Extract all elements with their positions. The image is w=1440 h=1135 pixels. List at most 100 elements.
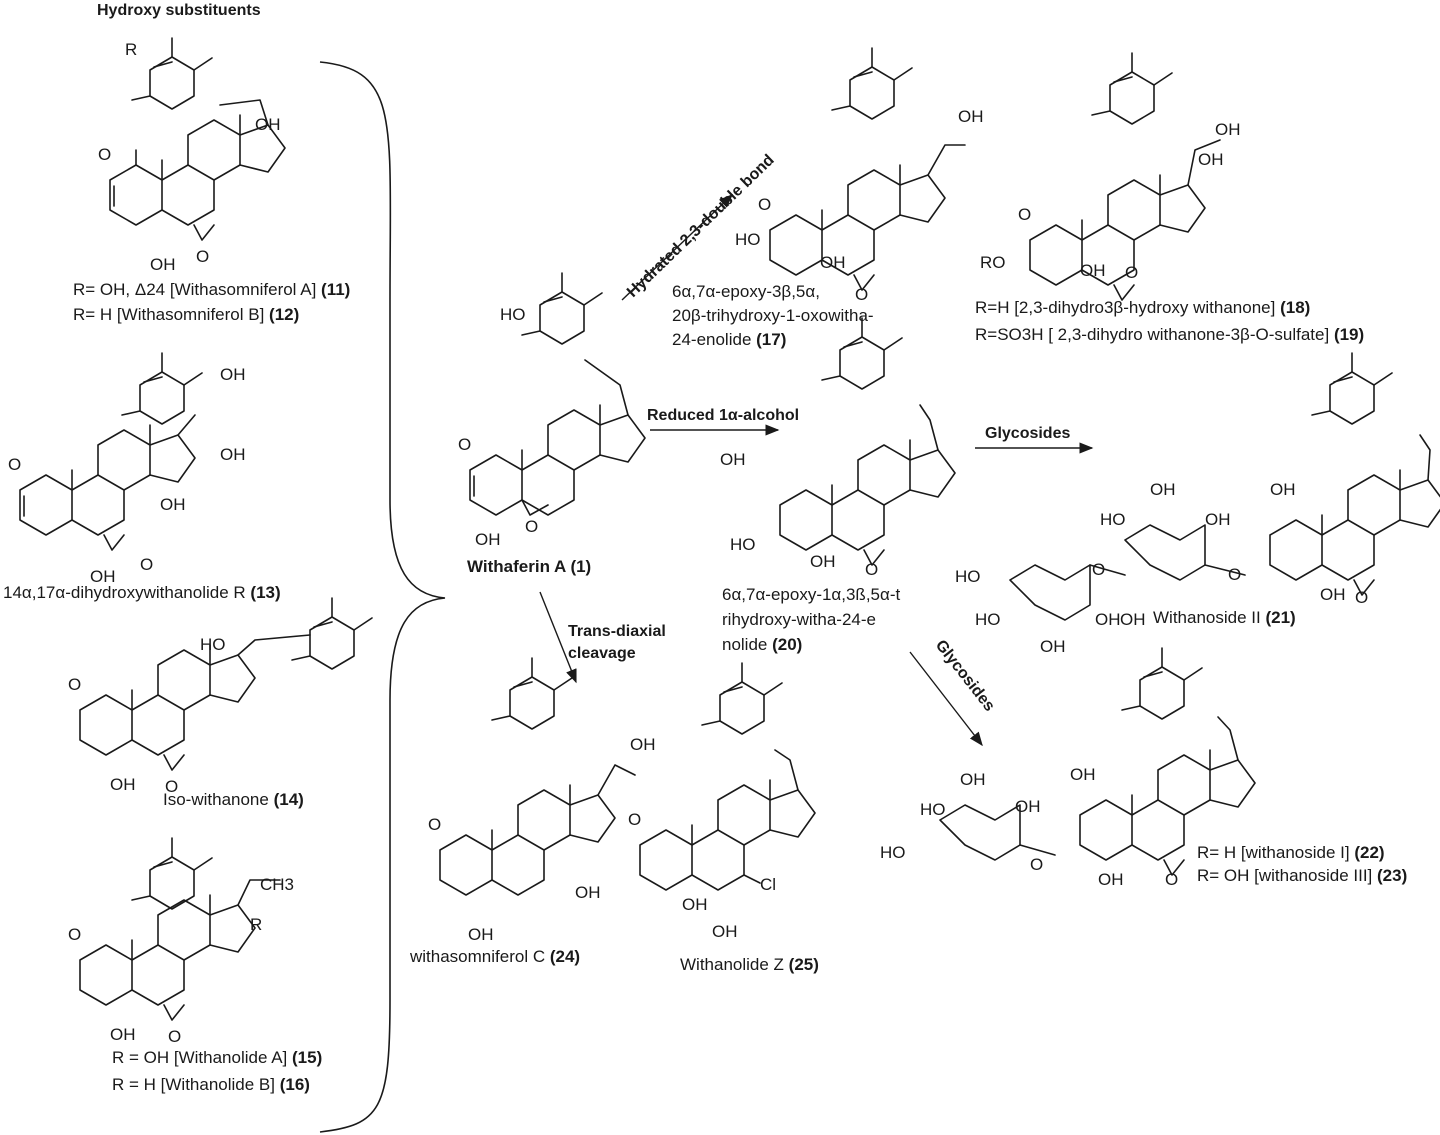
label-reduced: Reduced 1α-alcohol	[647, 407, 799, 424]
atom-oh: OH	[220, 365, 246, 384]
structure-24: O OH OH OH	[428, 657, 656, 944]
atom-oh: OH	[1070, 765, 1096, 784]
atom-o: O	[98, 145, 111, 164]
structure-20: OH HO OH O	[720, 317, 956, 579]
atom-oh: OH	[220, 445, 246, 464]
compound-13-number: (13)	[250, 583, 281, 602]
compound-25-name: Withanolide Z	[680, 955, 784, 974]
atom-oh: OH	[1080, 261, 1106, 280]
structure-18-19: O RO OH O OH OH	[980, 52, 1241, 301]
atom-oh: OH	[958, 107, 984, 126]
atom-o: O	[1018, 205, 1031, 224]
atom-o: O	[68, 925, 81, 944]
atom-oh: OH	[160, 495, 186, 514]
label-transdiaxial-2: cleavage	[568, 645, 636, 662]
atom-oh: OH	[1205, 510, 1231, 529]
compound-21-name: Withanoside II	[1153, 608, 1261, 627]
label-glycosides-right: Glycosides	[985, 425, 1070, 442]
compound-16-name: R = H [Withanolide B]	[112, 1075, 275, 1094]
atom-oh: OH	[475, 530, 501, 549]
compound-21-number: (21)	[1265, 608, 1296, 627]
atom-ho: HO	[880, 843, 906, 862]
atom-o: O	[1228, 565, 1241, 584]
compound-14-name: Iso-withanone	[163, 790, 269, 809]
atom-o: O	[168, 1027, 181, 1046]
heading-hydroxy-substituents: Hydroxy substituents	[97, 2, 261, 19]
label-compound-20-line3: nolide (20)	[722, 635, 802, 655]
atom-oh: OH	[820, 253, 846, 272]
label-compound-11: R= OH, Δ24 [Withasomniferol A] (11)	[73, 280, 350, 300]
atom-oh: OH	[682, 895, 708, 914]
compound-20-name-end: nolide	[722, 635, 768, 654]
atom-o: O	[1355, 588, 1368, 607]
atom-o: O	[165, 777, 178, 796]
compound-17-number: (17)	[756, 330, 787, 349]
label-compound-20-line2: rihydroxy-witha-24-e	[722, 610, 876, 629]
atom-ho: HO	[500, 305, 526, 324]
atom-o: O	[458, 435, 471, 454]
compound-15-name: R = OH [Withanolide A]	[112, 1048, 288, 1067]
atom-oh: OH	[960, 770, 986, 789]
atom-oh: OH	[110, 1025, 136, 1044]
atom-o: O	[428, 815, 441, 834]
label-compound-17-line1: 6α,7α-epoxy-3β,5α,	[672, 282, 820, 301]
atom-ho: HO	[955, 567, 981, 586]
label-compound-12: R= H [Withasomniferol B] (12)	[73, 305, 299, 325]
atom-oh: OH	[110, 775, 136, 794]
atom-ho: HO	[735, 230, 761, 249]
structure-25: O OH OH Cl	[628, 662, 816, 941]
atom-oh: OH	[255, 115, 281, 134]
compound-18-number: (18)	[1280, 298, 1311, 317]
atom-oh: OH	[1040, 637, 1066, 656]
compound-12-name: R= H [Withasomniferol B]	[73, 305, 265, 324]
atom-oh: OH	[1095, 610, 1121, 629]
structure-21: OH OH O	[1269, 352, 1440, 607]
atom-oh: OH	[1015, 797, 1041, 816]
label-compound-17-line3: 24-enolide (17)	[672, 330, 786, 350]
atom-oh: OH	[720, 450, 746, 469]
atom-ch3: CH3	[260, 875, 294, 894]
label-compound-16: R = H [Withanolide B] (16)	[112, 1075, 310, 1095]
compound-19-name: R=SO3H [ 2,3-dihydro withanone-3β-O-sulf…	[975, 325, 1330, 344]
atom-ho: HO	[920, 800, 946, 819]
atom-cl: Cl	[760, 875, 776, 894]
compound-11-name: R= OH, Δ24 [Withasomniferol A]	[73, 280, 317, 299]
atom-oh: OH	[90, 567, 116, 586]
atom-o: O	[628, 810, 641, 829]
atom-oh: OH	[1120, 610, 1146, 629]
sugar-pair-21: HO OH OH HO HO OH OH O O	[955, 480, 1246, 656]
atom-ro: RO	[980, 253, 1006, 272]
atom-o: O	[140, 555, 153, 574]
sugar-22-23: HO OH OH HO O	[880, 770, 1056, 874]
compound-23-number: (23)	[1377, 866, 1408, 885]
label-compound-18: R=H [2,3-dihydro3β-hydroxy withanone] (1…	[975, 298, 1310, 318]
label-glycosides-diag: Glycosides	[932, 637, 998, 715]
structure-15-16: O OH O CH3 R	[68, 837, 294, 1046]
atom-o: O	[865, 560, 878, 579]
compound-22-number: (22)	[1354, 843, 1385, 862]
atom-oh: OH	[1098, 870, 1124, 889]
atom-r: R	[125, 40, 137, 59]
compound-13-name: 14α,17α-dihydroxywithanolide R	[3, 583, 246, 602]
atom-o: O	[1092, 560, 1105, 579]
label-transdiaxial-1: Trans-diaxial	[568, 623, 666, 640]
compound-11-number: (11)	[321, 280, 351, 299]
label-compound-25: Withanolide Z (25)	[680, 955, 819, 975]
atom-ho: HO	[730, 535, 756, 554]
atom-o: O	[68, 675, 81, 694]
atom-o: O	[196, 247, 209, 266]
label-compound-20-line1: 6α,7α-epoxy-1α,3ß,5α-t	[722, 585, 901, 604]
atom-oh: OH	[810, 552, 836, 571]
grouping-brace	[319, 61, 446, 1133]
compound-19-number: (19)	[1333, 325, 1365, 344]
structure-13: O OH O OH OH OH	[8, 352, 246, 586]
atom-ho: HO	[975, 610, 1001, 629]
atom-o: O	[1030, 855, 1043, 874]
label-compound-17-line2: 20β-trihydroxy-1-oxowitha-	[672, 306, 874, 325]
atom-oh: OH	[1198, 150, 1224, 169]
structure-17: O HO OH O OH	[735, 47, 984, 304]
compound-17-name-end: 24-enolide	[672, 330, 752, 349]
atom-o: O	[758, 195, 771, 214]
label-compound-23: R= OH [withanoside III] (23)	[1197, 866, 1407, 886]
atom-oh: OH	[150, 255, 176, 274]
